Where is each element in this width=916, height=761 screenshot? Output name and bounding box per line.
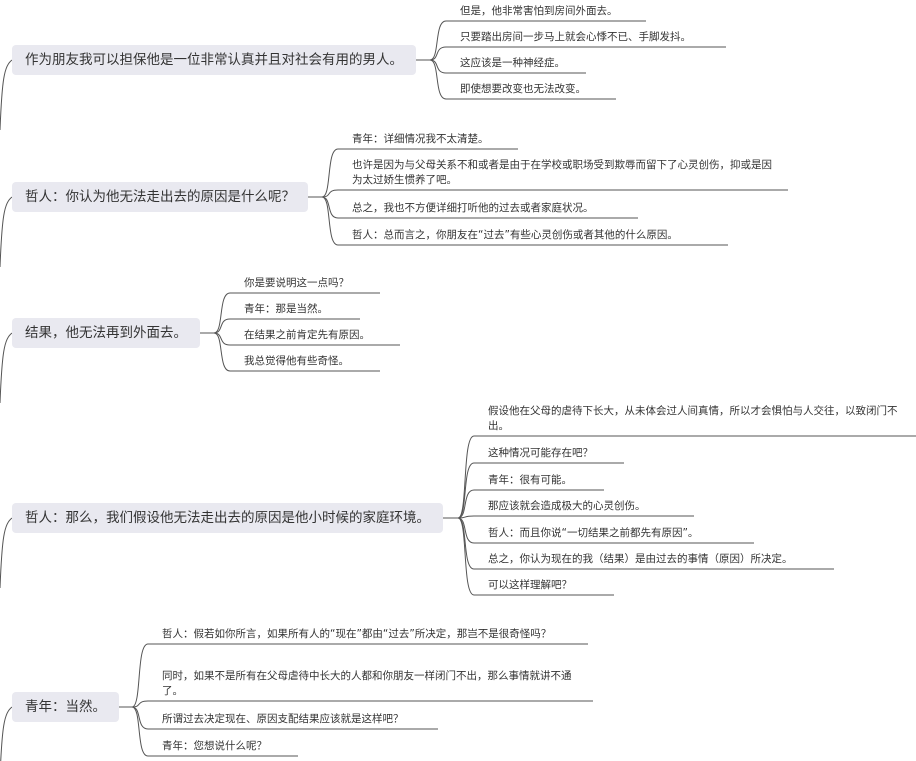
connector-5-4	[119, 706, 298, 757]
trunk-curve-1	[0, 59, 13, 131]
leaf-1-2[interactable]: 只要踏出房间一步马上就会心悸不已、手脚发抖。	[460, 31, 691, 43]
connector-4-1	[443, 435, 916, 519]
connector-4-4	[443, 515, 694, 519]
leaf-2-2[interactable]: 也许是因为与父母关系不和或者是由于在学校或职场受到欺辱而留下了心灵创伤，抑或是因…	[352, 159, 772, 186]
topic-4[interactable]: 哲人：那么，我们假设他无法走出去的原因是他小时候的家庭环境。	[12, 503, 443, 533]
connector-2-2	[308, 189, 788, 198]
trunk-curve-5	[0, 706, 13, 761]
leaf-5-1[interactable]: 哲人：假若如你所言，如果所有人的“现在”都由“过去”所决定，那岂不是很奇怪吗？	[162, 628, 552, 640]
connector-2-4	[308, 196, 728, 246]
leaf-5-4[interactable]: 青年：您想说什么呢？	[162, 740, 267, 752]
leaf-5-2[interactable]: 同时，如果不是所有在父母虐待中长大的人都和你朋友一样闭门不出，那么事情就讲不通了…	[162, 670, 572, 697]
connector-4-7	[443, 517, 614, 596]
leaf-4-2[interactable]: 这种情况可能存在吧？	[488, 447, 593, 459]
leaf-2-1[interactable]: 青年：详细情况我不太清楚。	[352, 133, 489, 145]
leaf-4-4[interactable]: 那应该就会造成极大的心灵创伤。	[488, 500, 646, 512]
leaf-1-3[interactable]: 这应该是一种神经症。	[460, 57, 565, 69]
leaf-2-3[interactable]: 总之，我也不方便详细打听他的过去或者家庭状况。	[352, 202, 594, 214]
connector-1-4	[416, 59, 616, 100]
leaf-1-4[interactable]: 即使想要改变也无法改变。	[460, 83, 586, 95]
leaf-4-6[interactable]: 总之，你认为现在的我（结果）是由过去的事情（原因）所决定。	[488, 553, 793, 565]
leaf-2-4[interactable]: 哲人：总而言之，你朋友在“过去”有些心灵创伤或者其他的什么原因。	[352, 229, 678, 241]
trunk-curve-3	[0, 332, 13, 404]
topic-3[interactable]: 结果，他无法再到外面去。	[12, 318, 200, 348]
topic-1[interactable]: 作为朋友我可以担保他是一位非常认真并且对社会有用的男人。	[12, 45, 416, 75]
leaf-3-4[interactable]: 我总觉得他有些奇怪。	[244, 355, 349, 367]
leaf-3-3[interactable]: 在结果之前肯定先有原因。	[244, 329, 370, 341]
trunk-curve-4	[0, 517, 13, 589]
connector-5-1	[119, 643, 588, 708]
leaf-3-1[interactable]: 你是要说明这一点吗？	[244, 277, 349, 289]
leaf-3-2[interactable]: 青年：那是当然。	[244, 303, 328, 315]
connector-3-4	[200, 332, 380, 372]
trunk-curve-2	[0, 196, 13, 268]
leaf-4-7[interactable]: 可以这样理解吧？	[488, 579, 572, 591]
leaf-4-3[interactable]: 青年：很有可能。	[488, 474, 572, 486]
leaf-4-1[interactable]: 假设他在父母的虐待下长大，从未体会过人间真情，所以才会惧怕与人交往，以致闭门不出…	[488, 405, 898, 432]
topic-5[interactable]: 青年：当然。	[12, 692, 119, 722]
leaf-5-3[interactable]: 所谓过去决定现在、原因支配结果应该就是这样吧？	[162, 713, 404, 725]
leaf-1-1[interactable]: 但是，他非常害怕到房间外面去。	[460, 5, 618, 17]
leaf-4-5[interactable]: 哲人：而且你说“一切结果之前都先有原因”。	[488, 527, 699, 539]
connector-5-2	[119, 700, 593, 708]
topic-2[interactable]: 哲人：你认为他无法走出去的原因是什么呢？	[12, 182, 308, 212]
